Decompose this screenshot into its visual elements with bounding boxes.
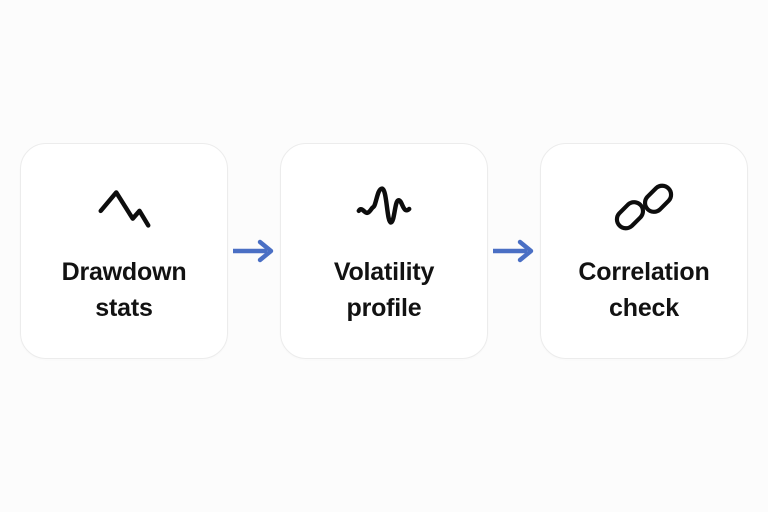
arrow-right-icon-2 — [488, 234, 540, 268]
flow-step-label: Drawdown stats — [61, 258, 187, 322]
chain-link-icon — [613, 176, 675, 238]
flow-step-card-drawdown-stats[interactable]: Drawdown stats — [20, 143, 228, 359]
flow-step-card-volatility-profile[interactable]: Volatility profile — [280, 143, 488, 359]
drawdown-chart-icon — [93, 176, 155, 238]
arrow-right-icon-1 — [228, 234, 280, 268]
flow-step-card-correlation-check[interactable]: Correlation check — [540, 143, 748, 359]
flow-step-label: Correlation check — [578, 258, 710, 322]
volatility-wave-icon — [353, 176, 415, 238]
flow-step-label: Volatility profile — [333, 258, 435, 322]
flow-steps-row: Drawdown stats Volatility profile — [20, 143, 748, 359]
